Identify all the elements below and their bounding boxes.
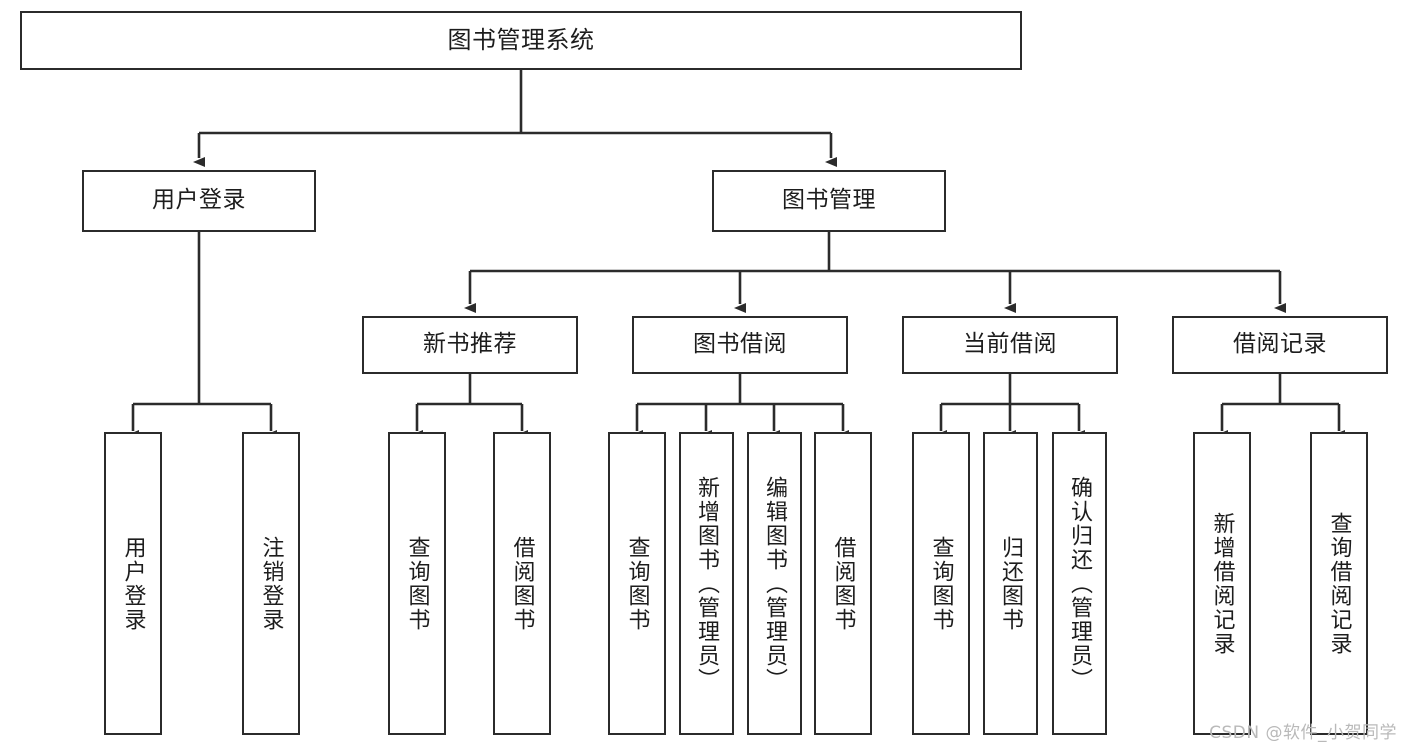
node-book-borrow[interactable]: 图书借阅	[632, 316, 848, 374]
node-leaf-logout-login[interactable]: 注销登录	[242, 432, 300, 735]
node-leaf-borrow-book-1[interactable]: 借阅图书	[493, 432, 551, 735]
node-new-book-recommend[interactable]: 新书推荐	[362, 316, 578, 374]
node-leaf-return-book[interactable]: 归还图书	[983, 432, 1038, 735]
node-book-management[interactable]: 图书管理	[712, 170, 946, 232]
node-current-borrow[interactable]: 当前借阅	[902, 316, 1118, 374]
node-leaf-query-book-3[interactable]: 查询图书	[912, 432, 970, 735]
node-borrow-record-label: 借阅记录	[1233, 331, 1327, 358]
node-leaf-query-book-2[interactable]: 查询图书	[608, 432, 666, 735]
node-leaf-borrow-book-1-label: 借阅图书	[509, 535, 535, 632]
node-leaf-add-record-label: 新增借阅记录	[1209, 511, 1235, 656]
node-user-login[interactable]: 用户登录	[82, 170, 316, 232]
node-leaf-query-book-3-label: 查询图书	[928, 535, 954, 632]
node-leaf-borrow-book-2-label: 借阅图书	[830, 535, 856, 632]
node-leaf-add-record[interactable]: 新增借阅记录	[1193, 432, 1251, 735]
node-borrow-record[interactable]: 借阅记录	[1172, 316, 1388, 374]
watermark: CSDN @软件_小贺同学	[1209, 723, 1397, 743]
node-root-label: 图书管理系统	[447, 26, 595, 55]
node-current-borrow-label: 当前借阅	[963, 331, 1057, 358]
node-leaf-logout-login-label: 注销登录	[258, 535, 284, 632]
node-leaf-confirm-return[interactable]: 确认归还（管理员）	[1052, 432, 1107, 735]
node-leaf-query-record-label: 查询借阅记录	[1326, 511, 1352, 656]
node-root[interactable]: 图书管理系统	[20, 11, 1022, 70]
node-leaf-add-book[interactable]: 新增图书（管理员）	[679, 432, 734, 735]
node-book-borrow-label: 图书借阅	[693, 331, 787, 358]
node-user-login-label: 用户登录	[152, 187, 246, 214]
node-leaf-query-book-1-label: 查询图书	[404, 535, 430, 632]
node-leaf-borrow-book-2[interactable]: 借阅图书	[814, 432, 872, 735]
node-book-management-label: 图书管理	[782, 187, 876, 214]
node-leaf-query-book-1[interactable]: 查询图书	[388, 432, 446, 735]
node-leaf-edit-book[interactable]: 编辑图书（管理员）	[747, 432, 802, 735]
node-leaf-query-record[interactable]: 查询借阅记录	[1310, 432, 1368, 735]
node-leaf-edit-book-label: 编辑图书（管理员）	[762, 475, 788, 692]
node-leaf-return-book-label: 归还图书	[998, 535, 1024, 632]
node-leaf-confirm-return-label: 确认归还（管理员）	[1067, 475, 1093, 692]
node-leaf-add-book-label: 新增图书（管理员）	[694, 475, 720, 692]
node-leaf-user-login-label: 用户登录	[120, 535, 146, 632]
node-new-book-recommend-label: 新书推荐	[423, 331, 517, 358]
node-leaf-query-book-2-label: 查询图书	[624, 535, 650, 632]
node-leaf-user-login[interactable]: 用户登录	[104, 432, 162, 735]
